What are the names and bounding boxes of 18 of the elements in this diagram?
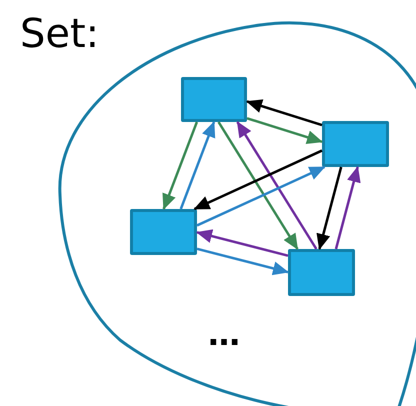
rectangle-node	[130, 209, 197, 255]
arrow	[196, 248, 289, 276]
arrow	[196, 229, 288, 257]
arrow	[218, 121, 299, 250]
arrow	[162, 122, 198, 210]
arrow	[246, 117, 323, 144]
rectangle-node	[288, 249, 355, 296]
ellipsis-label: …	[208, 318, 240, 350]
rectangle-node	[181, 77, 247, 122]
arrow	[246, 99, 322, 126]
arrow	[334, 166, 361, 250]
arrow	[194, 149, 323, 210]
arrow	[316, 166, 342, 250]
title: Set:	[20, 12, 100, 56]
arrow	[196, 166, 326, 227]
rectangle-node	[322, 121, 389, 167]
arrow	[236, 121, 318, 250]
arrow	[180, 121, 216, 210]
